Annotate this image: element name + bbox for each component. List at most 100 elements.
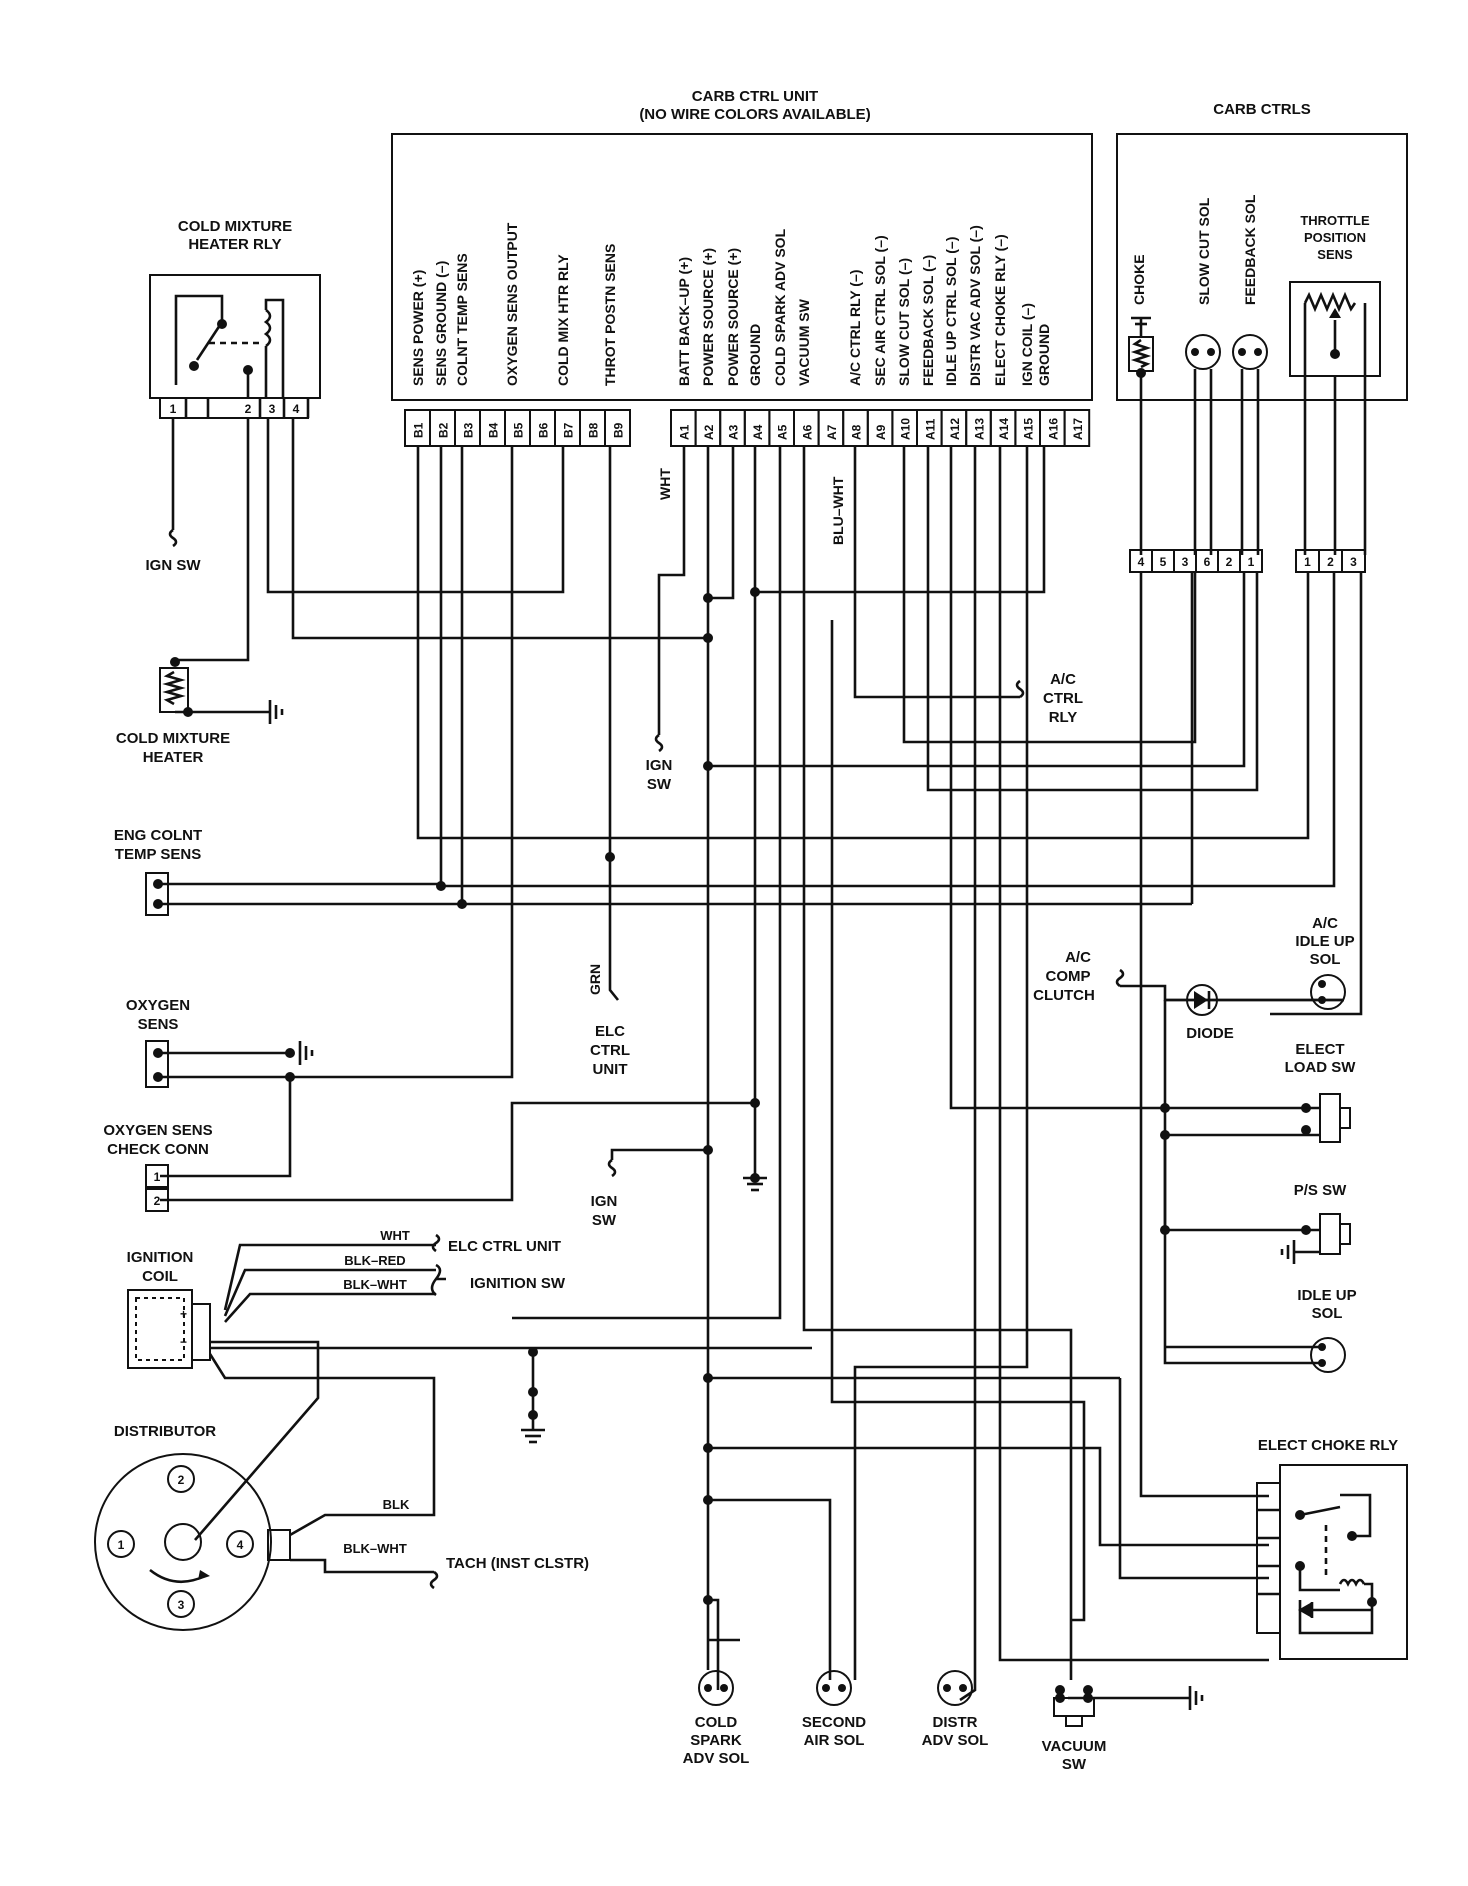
a-pin-label: A10 (899, 418, 913, 440)
ac-idle-label-2: IDLE UP (1295, 933, 1354, 950)
a-pin-label: A16 (1046, 418, 1060, 440)
ign-sw-top: IGN SW (146, 557, 202, 574)
b-pin-label: B8 (587, 422, 601, 438)
tach-label: TACH (INST CLSTR) (446, 1555, 589, 1572)
slow-cut-sol-icon (1185, 334, 1221, 370)
ac-comp-label-3: CLUTCH (1033, 987, 1095, 1004)
a-label: IGN COIL (–) (1019, 303, 1035, 386)
a-label: IDLE UP CTRL SOL (–) (943, 237, 959, 386)
b-label: THROT POSTN SENS (602, 244, 618, 386)
tps-label-3: SENS (1317, 247, 1353, 262)
ign-sw-lower-label-1: IGN (591, 1193, 618, 1210)
ground-icon (298, 1041, 314, 1065)
ign-sw-mid: IGN SW (646, 757, 673, 793)
elect-choke-rly: ELECT CHOKE RLY (1256, 1437, 1408, 1660)
second-air-sol: SECOND AIR SOL (802, 1670, 866, 1749)
slow-cut-sol-label: SLOW CUT SOL (1196, 197, 1212, 305)
blk-wire-label: BLK (383, 1497, 410, 1512)
junction-dot (1160, 1103, 1170, 1113)
conn-b-pin: 1 (1304, 555, 1311, 569)
ground-icon (521, 1428, 545, 1444)
choke-label: CHOKE (1131, 254, 1147, 305)
elc-ctrl-unit-label: ELC CTRL UNIT (448, 1238, 561, 1255)
elect-choke-rly-label: ELECT CHOKE RLY (1258, 1437, 1398, 1454)
a-label: GROUND (1036, 324, 1052, 386)
rly-pin: 2 (245, 402, 252, 416)
a-label: BATT BACK–UP (+) (676, 257, 692, 386)
junction-dot (457, 899, 467, 909)
idle-up-sol: IDLE UP SOL (1165, 1287, 1357, 1373)
coil-wire-labels: WHT BLK–RED BLK–WHT ELC CTRL UNIT IGNITI… (343, 1228, 566, 1297)
a-label: A/C CTRL RLY (–) (847, 270, 863, 386)
rly-pin: 1 (170, 402, 177, 416)
a-pin-label: A8 (850, 424, 864, 440)
junction-dot (285, 1072, 295, 1082)
cold-mixture-heater-label-2: HEATER (143, 749, 204, 766)
ign-sw-lower-label-2: SW (592, 1212, 617, 1229)
b-label: COLNT TEMP SENS (454, 253, 470, 386)
oxygen-sens-label-1: OXYGEN (126, 997, 190, 1014)
elc-label-3: UNIT (593, 1061, 628, 1078)
junction-dot (703, 761, 713, 771)
a-pin-label: A9 (874, 424, 888, 440)
ign-sw-mid-label-2: SW (647, 776, 672, 793)
b-pin-label: B5 (512, 422, 526, 438)
ac-ctrl-rly-label-2: CTRL (1043, 690, 1083, 707)
cold-spark-label-3: ADV SOL (683, 1750, 750, 1767)
idle-up-label-1: IDLE UP (1297, 1287, 1356, 1304)
oxygen-sens-check-conn: OXYGEN SENS CHECK CONN 1 2 (103, 1122, 213, 1212)
junction-dot (750, 1173, 760, 1183)
ac-ctrl-rly: A/C CTRL RLY (1043, 671, 1083, 726)
carb-ctrl-unit-box (391, 133, 1093, 401)
vacuum-label-1: VACUUM (1042, 1738, 1107, 1755)
b-label: SENS GROUND (–) (433, 261, 449, 386)
carb-ctrl-unit: CARB CTRL UNIT (NO WIRE COLORS AVAILABLE… (391, 88, 1093, 447)
ac-comp-clutch: A/C COMP CLUTCH (1033, 949, 1095, 1004)
b-pin-label: B3 (462, 422, 476, 438)
junction-dot (750, 587, 760, 597)
vacuum-sw: VACUUM SW (1042, 1685, 1204, 1773)
ignition-coil: IGNITION COIL + − (127, 1249, 211, 1369)
junction-dot (703, 1145, 713, 1155)
carb-ctrls-title: CARB CTRLS (1213, 101, 1311, 118)
ground-icon (1188, 1686, 1204, 1710)
carb-ctrls: CARB CTRLS CHOKE SLOW CUT SOL FEEDBACK S… (1116, 101, 1408, 573)
eng-colnt-label-2: TEMP SENS (115, 846, 201, 863)
o2-pin-1: 1 (154, 1170, 161, 1184)
cold-mix-rly-title-2: HEATER RLY (188, 236, 281, 253)
ac-idle-label-3: SOL (1310, 951, 1341, 968)
elect-load-sw: ELECT LOAD SW (1285, 1041, 1357, 1143)
o2-check-label-1: OXYGEN SENS (103, 1122, 212, 1139)
ign-coil-label-2: COIL (142, 1268, 178, 1285)
cold-spark-label-2: SPARK (690, 1732, 742, 1749)
ac-comp-label-2: COMP (1046, 968, 1091, 985)
ground-icon (268, 700, 284, 724)
junction-dot (1160, 1225, 1170, 1235)
dist-pin-4: 4 (237, 1538, 244, 1552)
a-label: FEEDBACK SOL (–) (920, 255, 936, 386)
junction-dot (285, 1048, 295, 1058)
a-label: POWER SOURCE (+) (725, 248, 741, 386)
cold-mixture-heater-label-1: COLD MIXTURE (116, 730, 230, 747)
junction-dot (436, 881, 446, 891)
vacuum-label-2: SW (1062, 1756, 1087, 1773)
carb-ctrl-unit-a-labels: BATT BACK–UP (+) POWER SOURCE (+) POWER SO… (676, 225, 1052, 386)
elect-load-label-2: LOAD SW (1285, 1059, 1357, 1076)
elc-label-2: CTRL (590, 1042, 630, 1059)
ps-sw-label: P/S SW (1294, 1182, 1347, 1199)
distr-adv-label-2: ADV SOL (922, 1732, 989, 1749)
a-pin-label: A2 (702, 424, 716, 440)
a-label: POWER SOURCE (+) (700, 248, 716, 386)
second-air-label-2: AIR SOL (804, 1732, 865, 1749)
o2-pin-2: 2 (154, 1194, 161, 1208)
junction-dot (703, 633, 713, 643)
ign-sw-mid-label-1: IGN (646, 757, 673, 774)
ac-idle-label-1: A/C (1312, 915, 1338, 932)
a-pin-label: A6 (800, 424, 814, 440)
cold-spark-label-1: COLD (695, 1714, 738, 1731)
wht-a1-wire-label: WHT (657, 468, 673, 500)
tps-label-2: POSITION (1304, 230, 1366, 245)
